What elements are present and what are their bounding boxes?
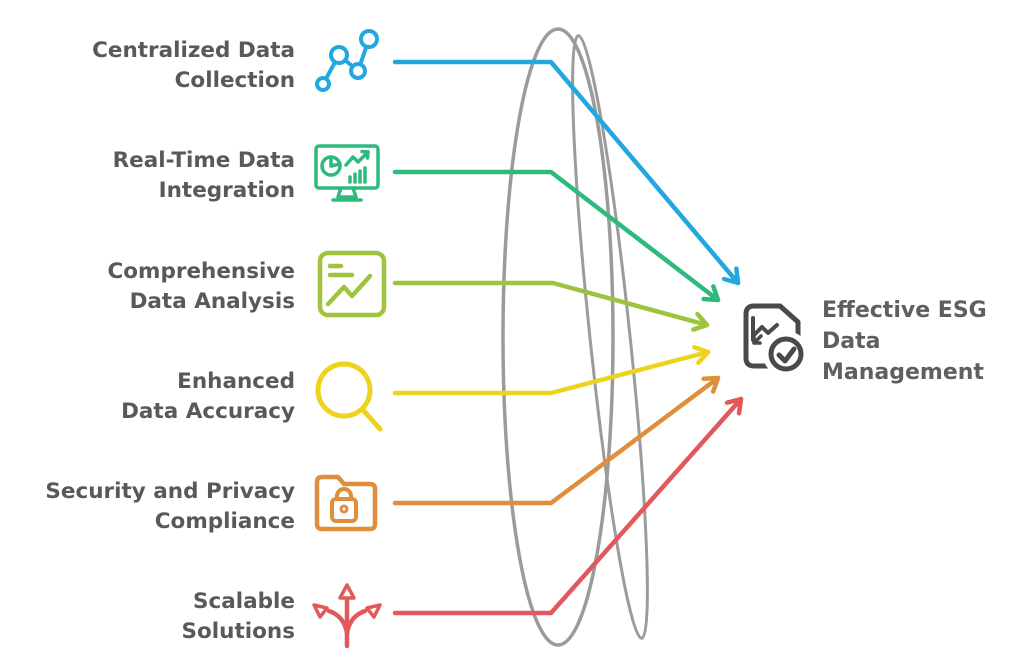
arrow-real-time-data-integration [392, 169, 721, 303]
label-line-1: Centralized Data [92, 38, 295, 63]
arrow-security-privacy-compliance [392, 375, 721, 506]
magnifying-glass-icon [315, 361, 383, 432]
analysis-board-icon [317, 250, 387, 318]
arrow-scalable-solutions [392, 396, 744, 616]
connector-arrows [392, 59, 744, 616]
label-line-1: Enhanced [177, 369, 295, 394]
result-title-line-1: Effective ESG [822, 298, 987, 323]
scatter-line-chart-icon [315, 29, 379, 92]
label-line-2: Data Analysis [129, 289, 295, 314]
document-check-icon [743, 303, 809, 377]
label-line-1: Comprehensive [107, 259, 296, 284]
label-line-1: Security and Privacy [45, 479, 295, 504]
label-line-2: Integration [158, 178, 295, 203]
arrow-centralized-data-collection [392, 59, 741, 286]
label-line-2: Collection [174, 68, 295, 93]
lens-ellipse-outer [501, 27, 615, 647]
result-title-line-3: Management [822, 360, 984, 385]
label-real-time-data-integration: Real-Time Data Integration [30, 146, 295, 206]
lens-ellipse-inner [571, 34, 649, 640]
label-centralized-data-collection: Centralized Data Collection [30, 36, 295, 96]
label-line-2: Data Accuracy [121, 399, 295, 424]
lens-ellipses [501, 27, 649, 647]
branch-arrows-icon [312, 583, 382, 649]
arrow-enhanced-data-accuracy [392, 345, 711, 396]
label-line-1: Scalable [193, 589, 295, 614]
label-line-2: Solutions [181, 619, 295, 644]
label-scalable-solutions: Scalable Solutions [30, 587, 295, 647]
label-comprehensive-data-analysis: Comprehensive Data Analysis [30, 257, 296, 317]
label-line-1: Real-Time Data [112, 148, 295, 173]
monitor-analytics-icon [314, 144, 380, 202]
label-line-2: Compliance [154, 509, 295, 534]
arrow-comprehensive-data-analysis [392, 280, 710, 332]
label-security-privacy-compliance: Security and Privacy Compliance [30, 477, 295, 537]
secure-folder-icon [314, 474, 378, 532]
result-title: Effective ESG Data Management [822, 295, 1022, 388]
result-title-line-2: Data [822, 329, 881, 354]
label-enhanced-data-accuracy: Enhanced Data Accuracy [30, 367, 295, 427]
